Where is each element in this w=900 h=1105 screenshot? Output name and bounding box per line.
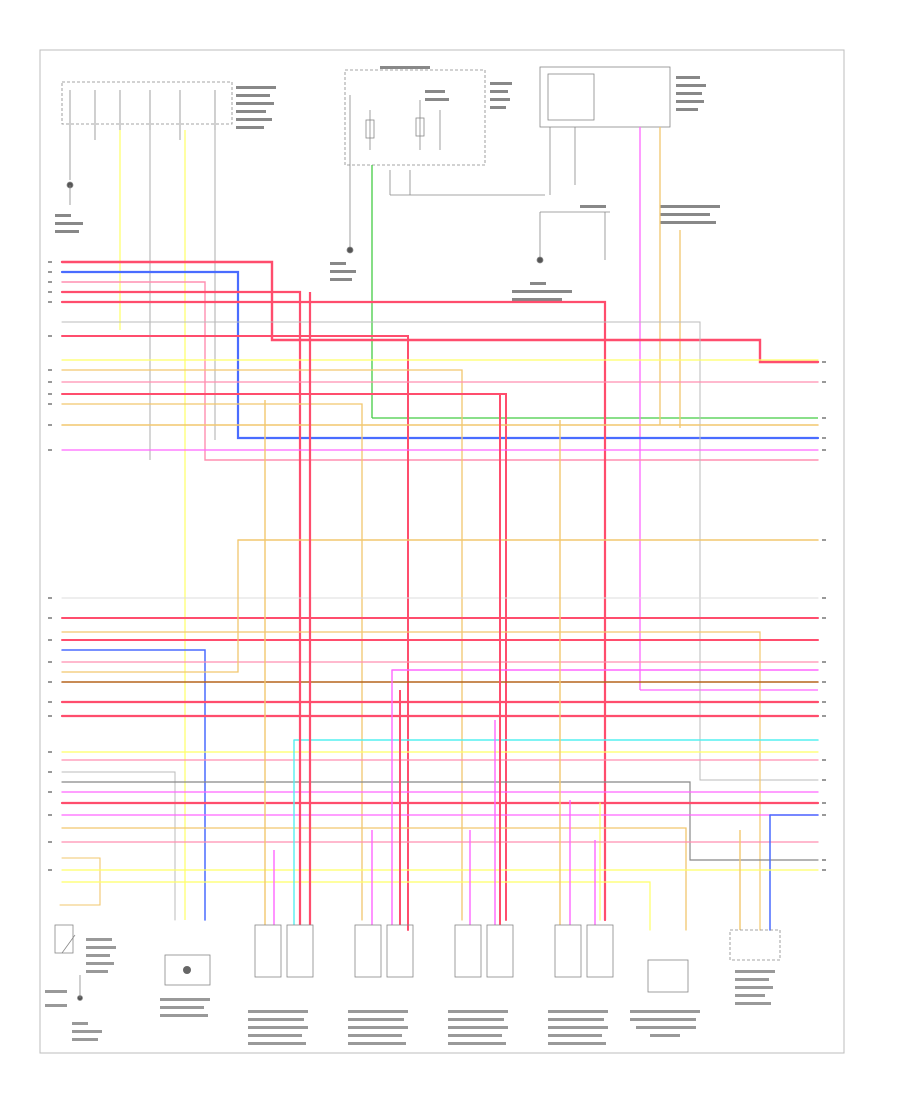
module-drops <box>639 127 818 691</box>
injector-connector-3 <box>454 924 514 978</box>
top-left-block-labels <box>55 86 276 233</box>
injector-connector-2 <box>354 924 414 978</box>
top-left-drops <box>119 130 216 920</box>
horizontal-wires <box>59 260 820 931</box>
module-box <box>536 66 671 264</box>
module-box-labels <box>512 76 720 301</box>
fuse-block-labels <box>330 66 512 281</box>
injector-connector-1 <box>254 924 314 978</box>
right-pin-markers <box>822 361 826 871</box>
bottom-drops <box>264 292 741 930</box>
ground-switch-component <box>54 924 83 1001</box>
injector-connector-4 <box>554 924 614 978</box>
component-caption-marks <box>45 938 775 1045</box>
position-sensor-component <box>729 929 781 961</box>
left-pin-markers <box>48 261 52 871</box>
top-left-switch-block <box>61 81 233 205</box>
control-module-component <box>647 959 689 993</box>
diagram-border <box>39 49 845 1054</box>
sensor-component-1 <box>164 954 211 986</box>
fuse-block <box>344 69 545 254</box>
